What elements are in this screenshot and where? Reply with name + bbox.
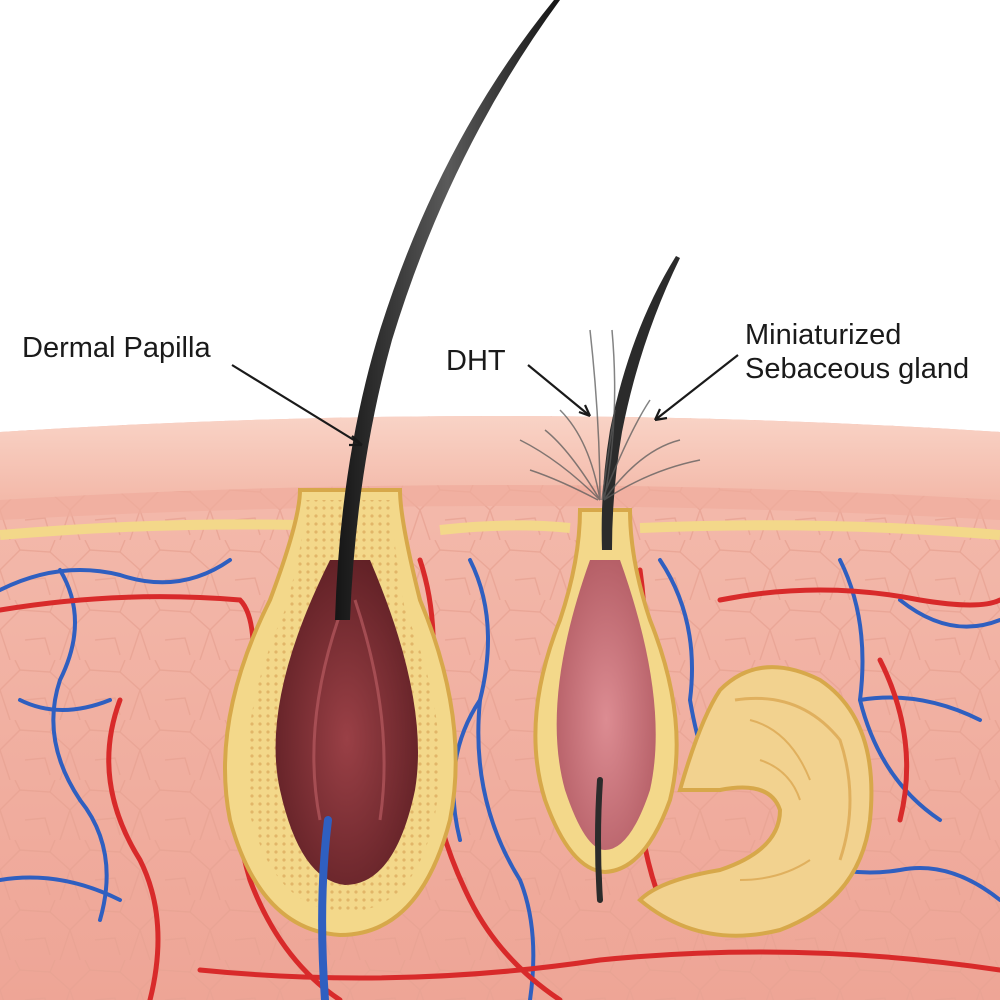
dht-label: DHT	[446, 344, 506, 378]
miniaturized-label-line1: Miniaturized	[745, 318, 969, 352]
dermal-papilla-label: Dermal Papilla	[22, 331, 211, 365]
miniaturized-label-line2: Sebaceous gland	[745, 352, 969, 386]
dht-leader	[528, 365, 590, 416]
miniaturized-sebaceous-label: Miniaturized Sebaceous gland	[745, 318, 969, 386]
miniaturized-leader	[655, 355, 738, 420]
